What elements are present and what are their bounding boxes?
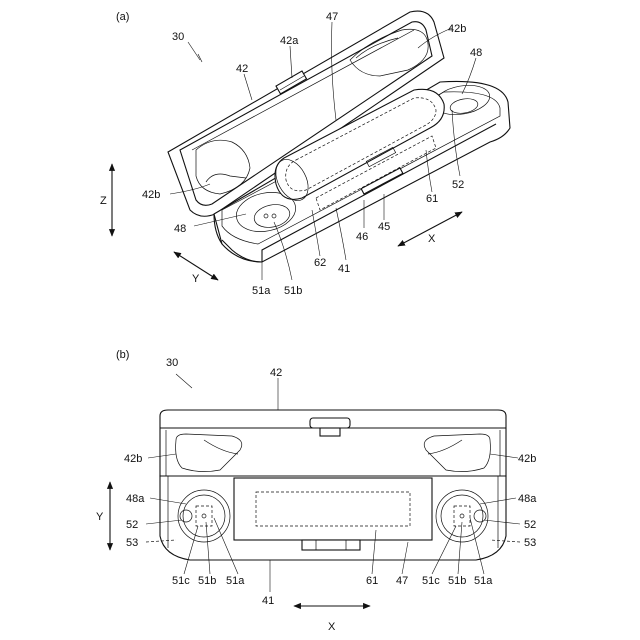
label-51b-left-b: 51b [198,575,216,587]
label-48a-right-b: 48a [518,493,537,505]
label-46-a: 46 [356,231,368,243]
label-48-right-a: 48 [470,47,482,59]
axis-y-label-b: Y [96,511,104,523]
label-61-a: 61 [426,193,438,205]
label-51a-left-b: 51a [226,575,245,587]
label-47-a: 47 [326,11,338,23]
label-41-b: 41 [262,595,274,607]
lid-42-top-view [160,410,506,476]
label-51a-a: 51a [252,285,271,297]
label-51a-right-b: 51a [474,575,493,587]
panel-b-tag: (b) [116,349,129,361]
panel-a: (a) 30 47 42b 42a 42 48 Z 42b 48 52 61 4… [100,11,510,297]
label-51b-a: 51b [284,285,302,297]
label-51b-right-b: 51b [448,575,466,587]
label-51c-right-b: 51c [422,575,440,587]
label-47-b: 47 [396,575,408,587]
case-body-41-top-view [160,476,506,560]
label-30-b: 30 [166,357,178,369]
label-62-a: 62 [314,257,326,269]
axis-x-label-a: X [428,233,436,245]
panel-b: (b) 30 42 42b 42b 48a 48a Y 52 52 53 53 … [96,349,537,633]
label-53-left-b: 53 [126,537,138,549]
label-30-a: 30 [172,31,184,43]
label-48a-left-b: 48a [126,493,145,505]
label-52-right-b: 52 [524,519,536,531]
label-52-a: 52 [452,179,464,191]
label-42-b: 42 [270,367,282,379]
label-42b-left-a: 42b [142,189,160,201]
label-42b-right-b: 42b [518,453,536,465]
label-48-left-a: 48 [174,223,186,235]
axis-z-label-a: Z [100,195,107,207]
label-53-right-b: 53 [524,537,536,549]
label-42b-left-b: 42b [124,453,142,465]
panel-a-tag: (a) [116,11,129,23]
label-51c-left-b: 51c [172,575,190,587]
label-61-b: 61 [366,575,378,587]
label-42b-top-a: 42b [448,23,466,35]
label-42a-a: 42a [280,35,299,47]
label-42-a: 42 [236,63,248,75]
label-45-a: 45 [378,221,390,233]
label-41-a: 41 [338,263,350,275]
axis-x-label-b: X [328,621,336,633]
axis-y-label-a: Y [192,273,200,285]
label-52-left-b: 52 [126,519,138,531]
